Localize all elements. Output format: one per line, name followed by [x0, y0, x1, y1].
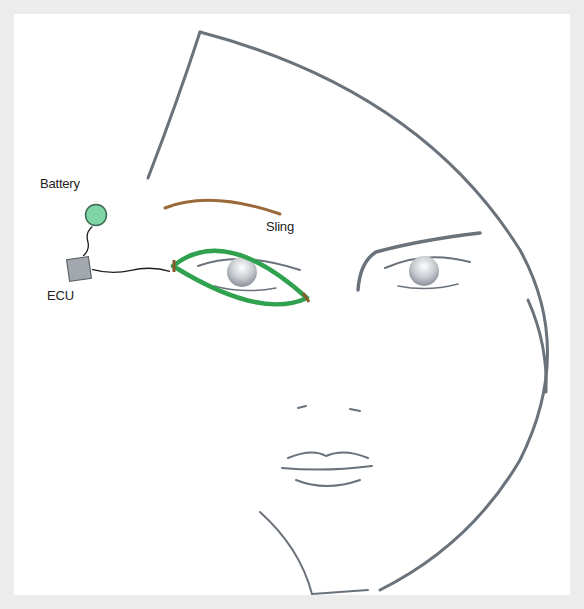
wire [92, 268, 170, 272]
wire [83, 226, 92, 256]
right-eyebrow [358, 233, 480, 290]
cheek-line [528, 300, 546, 392]
face-outline [200, 32, 548, 590]
battery-circle-shape [84, 203, 108, 227]
battery-circle: Battery [84, 203, 108, 227]
sling-loop: Sling [170, 238, 310, 308]
part-label: Battery [40, 177, 80, 191]
ecu-shape [67, 257, 92, 282]
ecu-box-shape [66, 256, 92, 282]
sling-band [173, 251, 307, 305]
jaw-line [260, 512, 312, 594]
battery-shape [86, 205, 107, 226]
right-iris [409, 256, 439, 286]
chin-line [312, 590, 368, 594]
sling-anchor [303, 293, 309, 302]
lower-lip [296, 480, 360, 486]
sling-anchor [173, 260, 176, 272]
part-label: Sling [266, 220, 294, 234]
sling-loop-shape [170, 238, 310, 308]
lip-line [282, 466, 372, 470]
nostril [298, 406, 306, 408]
part-label: ECU [47, 289, 74, 303]
face-left-line [148, 32, 200, 178]
ecu-box: ECU [66, 256, 92, 282]
upper-lip [288, 452, 368, 458]
left-eyebrow [165, 200, 280, 214]
nostril [350, 409, 360, 411]
